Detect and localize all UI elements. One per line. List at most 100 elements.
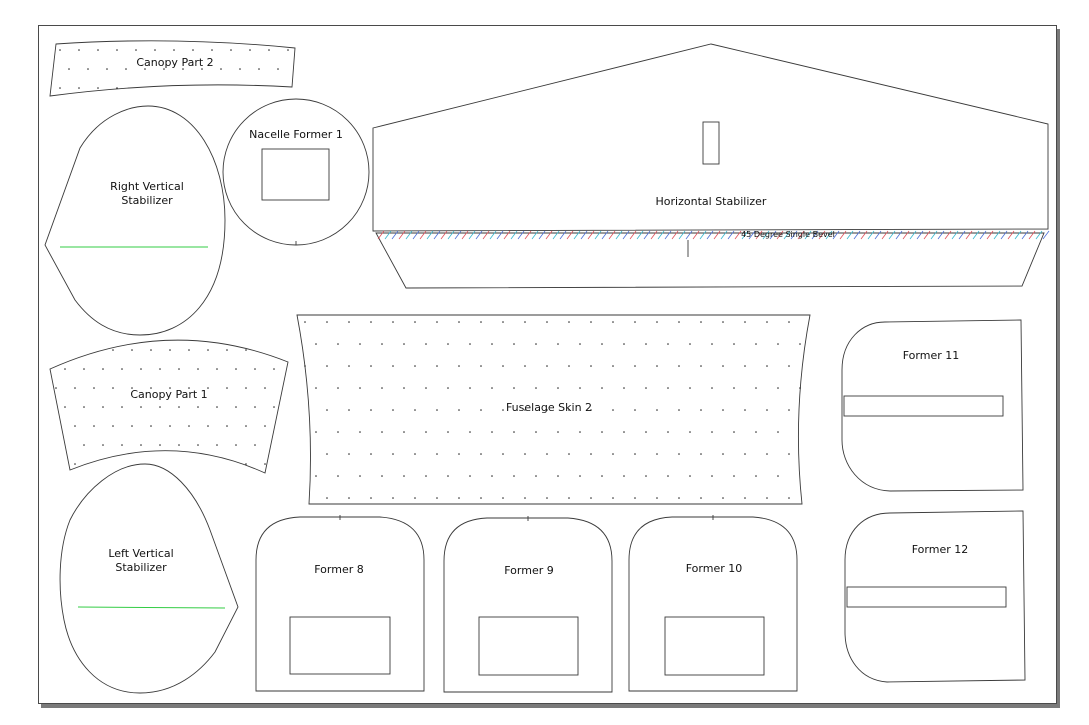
dot (348, 365, 350, 367)
dot (788, 365, 790, 367)
dot (799, 343, 801, 345)
bevel-hatch-line (489, 230, 497, 240)
bevel-hatch-line (552, 230, 560, 240)
dot (348, 409, 350, 411)
dot (645, 475, 647, 477)
dot (777, 431, 779, 433)
dot (733, 387, 735, 389)
dot (348, 321, 350, 323)
dot (326, 409, 328, 411)
dot (169, 425, 171, 427)
dot (273, 368, 275, 370)
dot (546, 365, 548, 367)
bevel-hatch-line (524, 230, 532, 240)
dot (678, 365, 680, 367)
bevel-hatch-band (377, 230, 1050, 240)
left-vertical-stabilizer-label-line2: Stabilizer (115, 561, 167, 574)
former-10: Former 10 (628, 515, 798, 692)
bevel-hatch-line (531, 230, 539, 240)
dot (634, 321, 636, 323)
dot (601, 343, 603, 345)
dot (273, 406, 275, 408)
dot (258, 68, 260, 70)
dot (121, 368, 123, 370)
dot (403, 343, 405, 345)
dot (601, 387, 603, 389)
dot (370, 409, 372, 411)
dot (491, 343, 493, 345)
bevel-hatch-line (972, 230, 980, 240)
bevel-hatch-line (650, 230, 658, 240)
dot (469, 475, 471, 477)
bevel-hatch-line (1021, 230, 1029, 240)
former-11-slot (843, 395, 1004, 417)
horizontal-stabilizer-label: Horizontal Stabilizer (656, 195, 767, 208)
dot (766, 321, 768, 323)
bevel-hatch-line (748, 230, 756, 240)
dot (480, 321, 482, 323)
nacelle-former-1-label: Nacelle Former 1 (249, 128, 343, 141)
bevel-hatch-line (1035, 230, 1043, 240)
bevel-hatch-line (762, 230, 770, 240)
dot (381, 387, 383, 389)
dot (777, 343, 779, 345)
dot (197, 406, 199, 408)
bevel-hatch-line (384, 230, 392, 240)
dot (590, 453, 592, 455)
dot (700, 321, 702, 323)
former-12: Former 12 (844, 510, 1026, 683)
dot (403, 431, 405, 433)
former-10-label: Former 10 (686, 562, 743, 575)
dot (568, 321, 570, 323)
dot (116, 87, 118, 89)
dot (491, 475, 493, 477)
dot (154, 49, 156, 51)
dot (131, 349, 133, 351)
dot (634, 453, 636, 455)
dot (700, 409, 702, 411)
dot (182, 68, 184, 70)
dot (188, 349, 190, 351)
bevel-hatch-line (713, 230, 721, 240)
bevel-hatch-line (622, 230, 630, 240)
dot (64, 406, 66, 408)
bevel-hatch-line (916, 230, 924, 240)
dot (667, 475, 669, 477)
dot (722, 497, 724, 499)
dot (207, 349, 209, 351)
dot (245, 349, 247, 351)
canopy-part-1-dots (55, 349, 275, 465)
bevel-hatch-line (594, 230, 602, 240)
dot (125, 68, 127, 70)
dot (656, 453, 658, 455)
bevel-hatch-line (944, 230, 952, 240)
dot (502, 321, 504, 323)
bevel-hatch-line (545, 230, 553, 240)
bevel-hatch-line (412, 230, 420, 240)
dot (513, 431, 515, 433)
dot (480, 409, 482, 411)
bevel-hatch-line (832, 230, 840, 240)
dot (447, 387, 449, 389)
dot (226, 425, 228, 427)
dot (359, 475, 361, 477)
bevel-hatch-line (496, 230, 504, 240)
dot (315, 343, 317, 345)
bevel-hatch-line (699, 230, 707, 240)
former-11-outline (841, 319, 1024, 492)
dot (178, 368, 180, 370)
dot (722, 365, 724, 367)
bevel-hatch-line (426, 230, 434, 240)
dot (436, 453, 438, 455)
dot (766, 409, 768, 411)
dot (436, 321, 438, 323)
dot (766, 453, 768, 455)
right-vertical-stabilizer-label-line1: Right Vertical (110, 180, 184, 193)
dot (140, 368, 142, 370)
bevel-hatch-line (874, 230, 882, 240)
left-vertical-stabilizer: Left Vertical Stabilizer (59, 463, 239, 694)
dot (83, 406, 85, 408)
bevel-hatch-line (398, 230, 406, 240)
dot (121, 444, 123, 446)
dot (74, 463, 76, 465)
